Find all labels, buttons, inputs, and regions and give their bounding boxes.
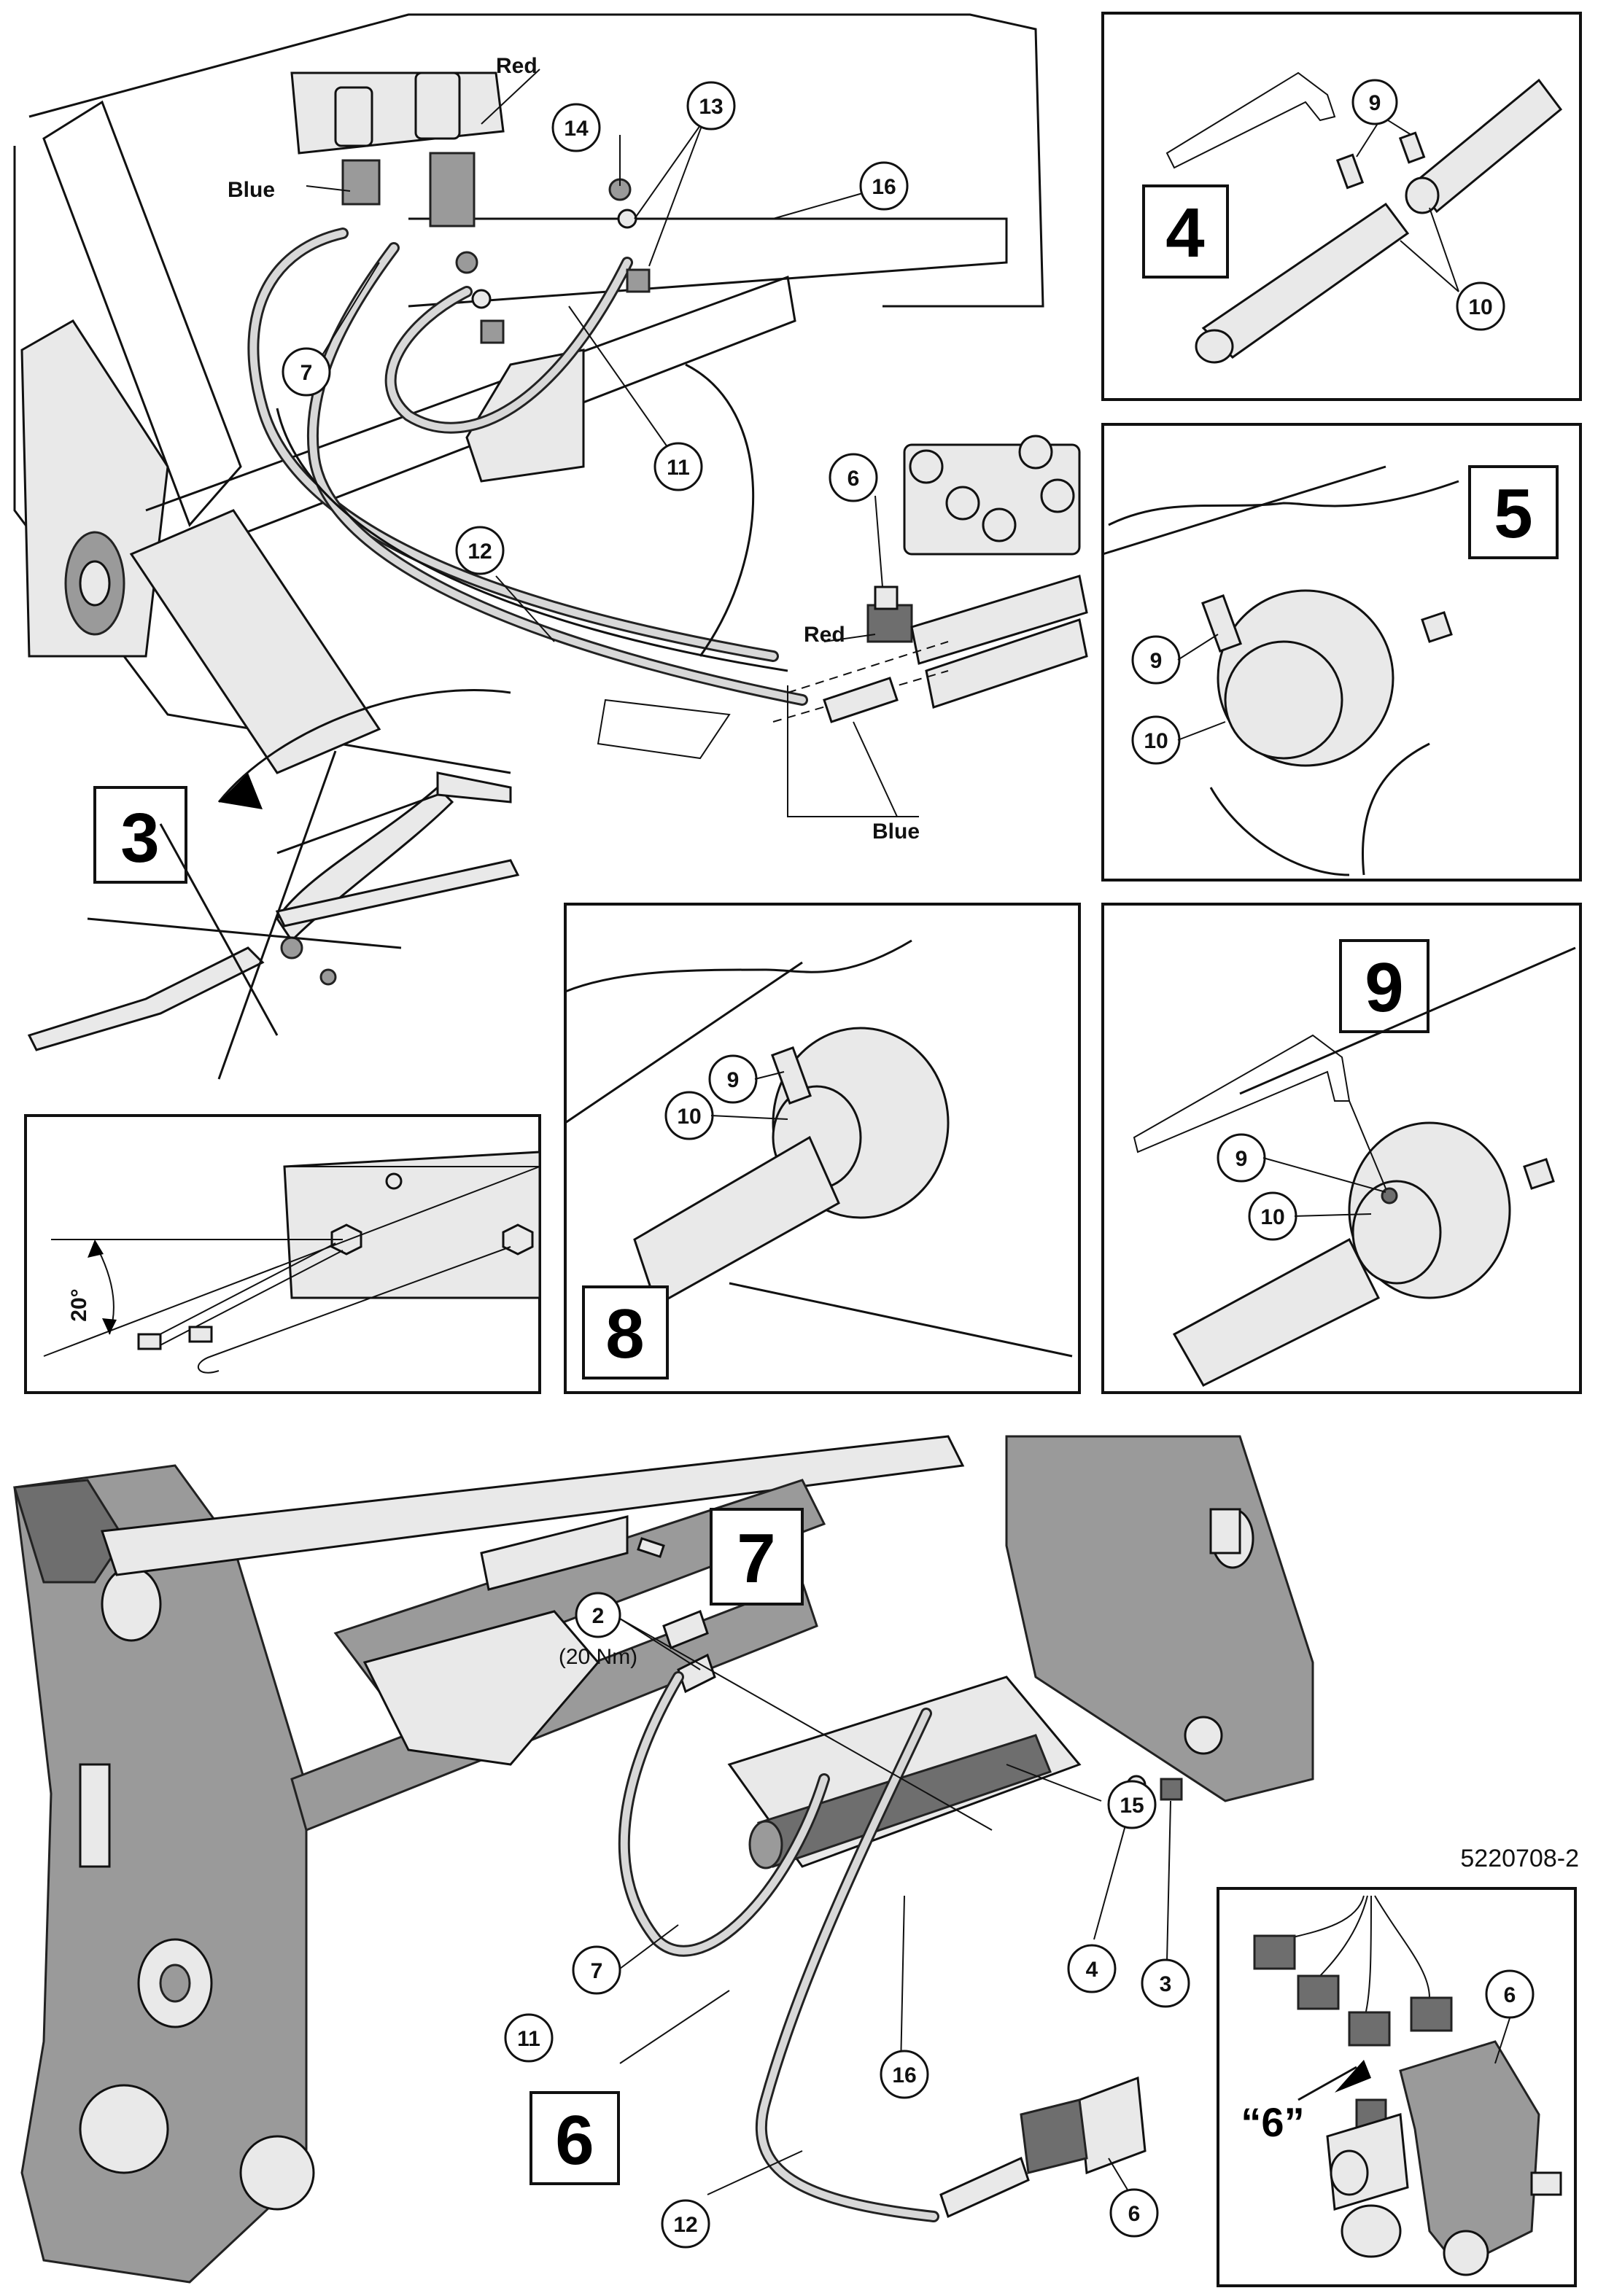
step-6-box <box>529 2091 620 2185</box>
svg-text:12: 12 <box>468 540 492 564</box>
bottom-assembly-view <box>13 1435 1314 2284</box>
step-9-number: 9 <box>1365 949 1403 1027</box>
valve-block <box>903 435 1081 556</box>
callout-7-top: 7 <box>282 347 331 397</box>
callout-15: 15 <box>1107 1780 1157 1829</box>
callout-12-top: 12 <box>455 526 505 575</box>
callout-16-bottom: 16 <box>880 2050 929 2099</box>
svg-text:10: 10 <box>1144 729 1168 753</box>
svg-text:2: 2 <box>592 1604 605 1628</box>
svg-text:7: 7 <box>300 361 313 385</box>
step-5-number: 5 <box>1494 475 1532 553</box>
callout-6-top: 6 <box>829 453 878 502</box>
svg-text:3: 3 <box>1160 1972 1172 1996</box>
svg-text:14: 14 <box>564 117 589 141</box>
callout-6-bottom: 6 <box>1109 2188 1159 2238</box>
svg-text:10: 10 <box>1260 1205 1284 1229</box>
svg-text:6: 6 <box>1504 1983 1516 2007</box>
connector-detail-view: “6” 6 <box>1217 1887 1577 2287</box>
callout-3: 3 <box>1141 1958 1190 2008</box>
svg-text:12: 12 <box>673 2213 697 2237</box>
step-3-number: 3 <box>120 799 159 877</box>
callout-13: 13 <box>686 81 736 131</box>
svg-text:4: 4 <box>1086 1958 1098 1982</box>
step-8-view: 8 9 10 <box>564 903 1081 1394</box>
step-4-box <box>1142 184 1229 279</box>
svg-text:9: 9 <box>727 1068 740 1092</box>
step-3-box <box>93 786 187 884</box>
callout-4: 4 <box>1067 1944 1117 1993</box>
connector-label: “6” <box>1241 2099 1304 2145</box>
step-5-view: 5 9 10 <box>1101 423 1582 882</box>
svg-text:6: 6 <box>1128 2202 1141 2226</box>
svg-text:13: 13 <box>699 95 723 119</box>
step-9-view: 9 9 10 <box>1101 903 1582 1394</box>
arrow-icon <box>1335 2060 1371 2093</box>
callout-2: 2 (20 Nm) <box>559 1592 637 1669</box>
svg-text:10: 10 <box>677 1105 701 1129</box>
red-label-right: Red <box>804 623 845 647</box>
document-id: 5220708-2 <box>1460 1845 1579 1872</box>
step-7-box <box>710 1508 804 1606</box>
blue-label-top: Blue <box>228 178 275 202</box>
step-7-number: 7 <box>737 1519 775 1598</box>
svg-text:15: 15 <box>1120 1794 1144 1818</box>
callout-11-bottom: 11 <box>504 2013 554 2063</box>
step-8-number: 8 <box>605 1295 644 1373</box>
svg-text:7: 7 <box>591 1959 603 1983</box>
step-3-view: 3 <box>27 689 520 1080</box>
callout-12-bottom: 12 <box>661 2199 710 2249</box>
callout-11-top: 11 <box>653 442 703 491</box>
svg-text:11: 11 <box>667 456 690 480</box>
arrow-icon <box>219 773 263 809</box>
svg-text:9: 9 <box>1235 1147 1248 1171</box>
callout-16-top: 16 <box>859 161 909 211</box>
svg-text:11: 11 <box>517 2027 540 2051</box>
main-view-top-left <box>13 13 1088 817</box>
angle-detail-view: 20° <box>24 1114 541 1394</box>
svg-text:6: 6 <box>847 467 860 491</box>
angle-label: 20° <box>67 1288 91 1321</box>
torque-label: (20 Nm) <box>559 1645 637 1669</box>
svg-text:9: 9 <box>1150 649 1163 673</box>
step-6-number: 6 <box>555 2101 594 2179</box>
svg-text:16: 16 <box>872 175 896 199</box>
step-4-view: 4 9 10 <box>1101 12 1582 401</box>
callout-14: 14 <box>551 103 601 152</box>
svg-text:16: 16 <box>892 2063 916 2087</box>
svg-text:10: 10 <box>1468 295 1492 319</box>
step-4-number: 4 <box>1165 194 1204 272</box>
svg-text:9: 9 <box>1369 91 1381 115</box>
blue-label-right: Blue <box>872 820 920 844</box>
callout-7-bottom: 7 <box>572 1945 621 1995</box>
red-label-top: Red <box>496 54 538 78</box>
